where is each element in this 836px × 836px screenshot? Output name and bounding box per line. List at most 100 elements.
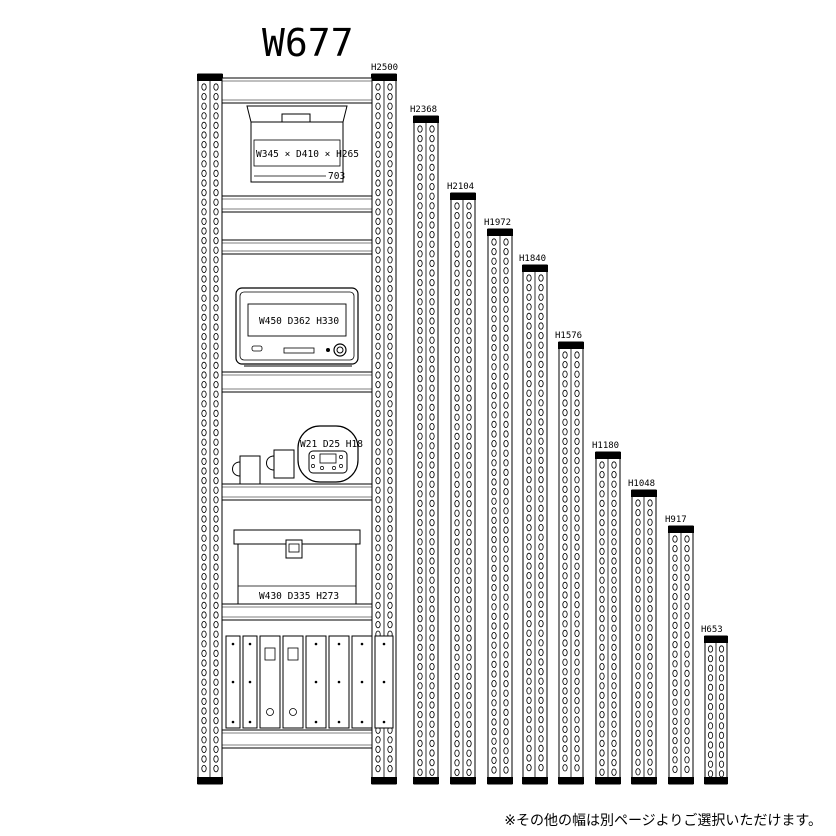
microwave-dial-center	[336, 346, 344, 354]
post-hole	[684, 669, 690, 678]
post-hole	[684, 708, 690, 716]
post-hole	[213, 726, 219, 734]
post-hole	[503, 574, 509, 582]
post-hole	[454, 557, 460, 565]
post-hole	[213, 256, 219, 264]
post-hole	[491, 737, 497, 745]
post-hole	[466, 682, 472, 690]
post-hole	[526, 341, 532, 349]
post-hole	[201, 582, 207, 590]
post-hole	[611, 614, 617, 623]
post-hole	[375, 553, 381, 562]
post-hole	[375, 208, 381, 216]
post-hole	[201, 563, 207, 571]
post-hole	[417, 221, 423, 229]
post-hole	[672, 717, 678, 726]
post-hole	[538, 466, 544, 474]
post-hole	[526, 610, 532, 618]
post-hole	[684, 544, 690, 553]
post-hole	[574, 754, 580, 762]
post-hole	[491, 401, 497, 409]
post-hole	[454, 471, 460, 479]
post-hole	[503, 737, 509, 745]
post-hole	[201, 553, 207, 562]
post-hole	[201, 448, 207, 456]
post-hole	[201, 217, 207, 225]
post-hole	[538, 389, 544, 397]
post-hole	[562, 696, 568, 705]
upright-post	[668, 525, 694, 785]
post-hole	[375, 179, 381, 187]
post-hole	[375, 611, 381, 619]
post-hole	[611, 691, 617, 700]
microwave-led	[326, 348, 330, 352]
post-hole	[526, 322, 532, 330]
post-hole	[201, 736, 207, 744]
post-hole	[526, 379, 532, 388]
post-hole	[429, 691, 435, 700]
post-hole	[599, 749, 605, 757]
post-hole	[538, 687, 544, 695]
post-top-cap	[631, 490, 657, 497]
post-hole	[611, 480, 617, 488]
post-hole	[574, 504, 580, 513]
post-hole	[375, 150, 381, 158]
mug-body	[273, 449, 295, 479]
post-hole	[538, 312, 544, 320]
post-hole	[574, 524, 580, 532]
post-hole	[375, 93, 381, 101]
post-hole	[429, 758, 435, 767]
post-hole	[491, 574, 497, 582]
post-hole	[647, 672, 653, 680]
post-hole	[466, 317, 472, 325]
post-hole	[647, 700, 653, 709]
post-hole	[213, 707, 219, 715]
post-hole	[429, 730, 435, 738]
post-hole	[574, 725, 580, 734]
post-hole	[454, 701, 460, 709]
post-hole	[387, 467, 393, 475]
post-hole	[574, 706, 580, 714]
binder-dot	[248, 680, 252, 684]
post-hole	[611, 701, 617, 709]
post-hole	[429, 662, 435, 671]
post-hole	[201, 524, 207, 533]
post-hole	[672, 602, 678, 610]
shelf-board	[221, 729, 373, 749]
post-hole	[201, 688, 207, 696]
post-hole	[429, 749, 435, 757]
post-hole	[491, 689, 497, 697]
post-hole	[387, 736, 393, 744]
post-hole	[503, 267, 509, 275]
post-hole	[387, 284, 393, 293]
post-hole	[201, 189, 207, 197]
post-hole	[429, 768, 435, 776]
post-hole	[611, 538, 617, 546]
post-hole	[491, 603, 497, 611]
post-hole	[417, 528, 423, 536]
post-hole	[611, 624, 617, 632]
post-hole	[387, 227, 393, 235]
post-hole	[375, 237, 381, 245]
post-hole	[466, 250, 472, 258]
post-hole	[387, 246, 393, 254]
post-hole	[718, 731, 725, 740]
post-hole	[417, 394, 423, 402]
post-hole	[454, 567, 460, 575]
post-hole	[466, 519, 472, 527]
post-hole	[562, 389, 568, 397]
post-hole	[375, 102, 381, 110]
post-hole	[503, 363, 509, 371]
post-hole	[387, 476, 393, 485]
post-hole	[538, 591, 544, 599]
post-hole	[562, 351, 568, 359]
post-hole	[538, 706, 544, 714]
post-hole	[635, 662, 641, 670]
post-hole	[213, 83, 219, 91]
post-hole	[635, 508, 641, 517]
post-hole	[526, 466, 532, 474]
post-hole	[387, 93, 393, 101]
post-hole	[375, 265, 381, 273]
post-hole	[201, 208, 207, 216]
post-hole	[213, 189, 219, 197]
